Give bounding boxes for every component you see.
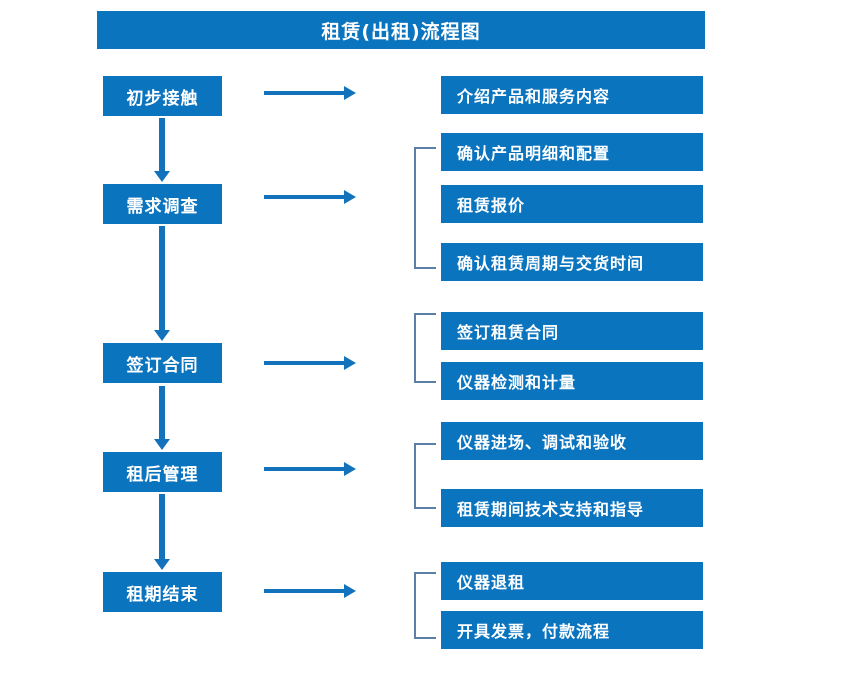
- arrow-down-stage-4-to-5: [154, 494, 170, 570]
- detail-group-bracket-3: [414, 313, 436, 383]
- stage-box-5[interactable]: 租期结束: [103, 572, 222, 612]
- detail-box-10[interactable]: 开具发票，付款流程: [441, 611, 703, 649]
- arrow-down-stage-2-to-3: [154, 226, 170, 341]
- stage-box-3[interactable]: 签订合同: [103, 343, 222, 383]
- detail-box-5[interactable]: 签订租赁合同: [441, 312, 703, 350]
- detail-group-bracket-5: [414, 572, 436, 639]
- detail-box-8[interactable]: 租赁期间技术支持和指导: [441, 489, 703, 527]
- detail-box-7[interactable]: 仪器进场、调试和验收: [441, 422, 703, 460]
- detail-box-9[interactable]: 仪器退租: [441, 562, 703, 600]
- detail-group-bracket-2: [414, 147, 436, 269]
- arrow-right-stage-2: [264, 190, 356, 204]
- stage-box-4[interactable]: 租后管理: [103, 452, 222, 492]
- detail-box-1[interactable]: 介绍产品和服务内容: [441, 76, 703, 114]
- stage-box-1[interactable]: 初步接触: [103, 76, 222, 116]
- detail-box-4[interactable]: 确认租赁周期与交货时间: [441, 243, 703, 281]
- detail-box-3[interactable]: 租赁报价: [441, 185, 703, 223]
- detail-box-6[interactable]: 仪器检测和计量: [441, 362, 703, 400]
- arrow-right-stage-5: [264, 584, 356, 598]
- arrow-right-stage-3: [264, 356, 356, 370]
- diagram-title: 租赁(出租)流程图: [97, 11, 705, 49]
- arrow-down-stage-3-to-4: [154, 386, 170, 450]
- detail-box-2[interactable]: 确认产品明细和配置: [441, 133, 703, 171]
- detail-group-bracket-4: [414, 443, 436, 509]
- arrow-right-stage-1: [264, 86, 356, 100]
- arrow-down-stage-1-to-2: [154, 118, 170, 182]
- stage-box-2[interactable]: 需求调查: [103, 184, 222, 224]
- arrow-right-stage-4: [264, 462, 356, 476]
